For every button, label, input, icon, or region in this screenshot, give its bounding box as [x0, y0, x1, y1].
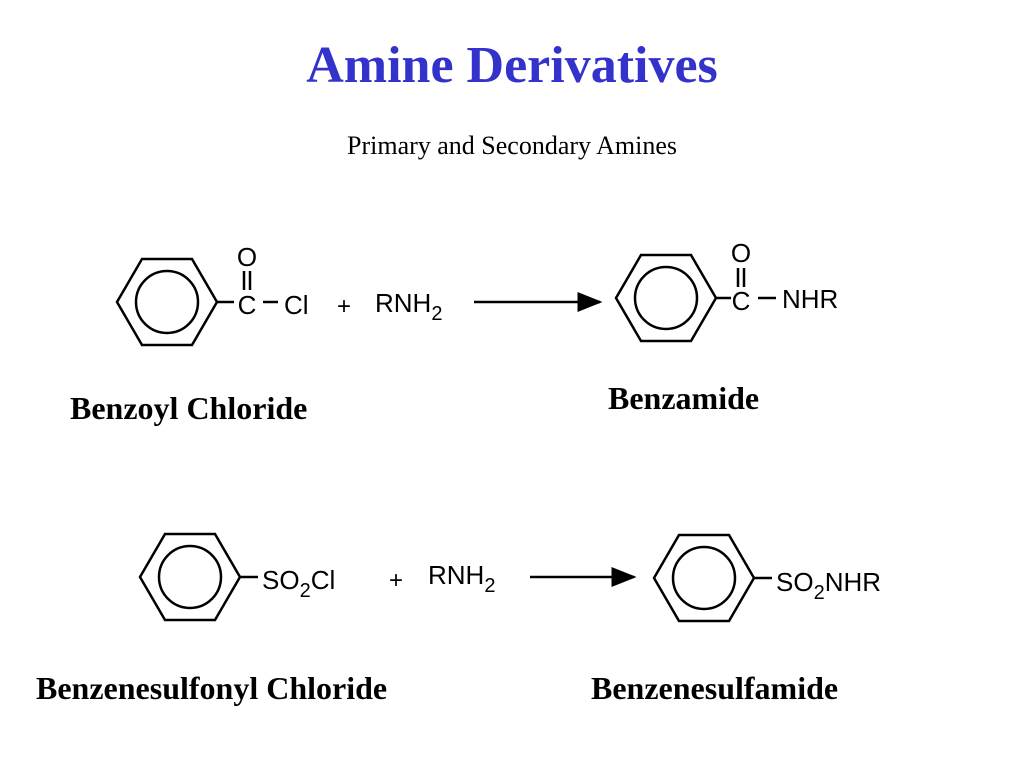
benzene-ring-icon [652, 533, 756, 623]
benzenesulfamide-structure: SO2NHR [652, 533, 881, 623]
carbonyl-oxygen-label: O [731, 238, 751, 268]
benzoyl-chloride-structure: O C Cl [115, 242, 309, 347]
benzamide-name: Benzamide [608, 380, 760, 416]
benzenesulfonyl-chloride-name: Benzenesulfonyl Chloride [36, 670, 388, 706]
benzenesulfonyl-chloride-structure: SO2Cl [138, 532, 335, 622]
amine-reagent: RNH2 [428, 560, 495, 597]
benzene-ring-icon [115, 257, 219, 347]
chlorine-label: Cl [284, 290, 309, 320]
benzene-ring-icon [138, 532, 242, 622]
page-title: Amine Derivatives [306, 37, 718, 94]
carbonyl-carbon-label: C [732, 286, 751, 316]
amine-formula: RNH2 [375, 288, 442, 325]
plus-sign: + [337, 293, 351, 320]
benzoyl-chloride-name: Benzoyl Chloride [70, 390, 308, 426]
amine-formula: RNH2 [428, 560, 495, 597]
carbonyl-oxygen-label: O [237, 242, 257, 272]
benzene-ring-icon [614, 253, 718, 343]
amide-group-label: NHR [782, 284, 838, 314]
benzamide-structure: O C NHR [614, 238, 838, 343]
sulfonyl-chloride-formula: SO2Cl [262, 565, 335, 602]
sulfonamide-formula: SO2NHR [776, 567, 881, 604]
carbonyl-carbon-label: C [238, 290, 257, 320]
page-subtitle: Primary and Secondary Amines [347, 131, 677, 160]
plus-sign: + [389, 567, 403, 594]
amine-reagent: RNH2 [375, 288, 442, 325]
benzenesulfamide-name: Benzenesulfamide [591, 670, 839, 706]
